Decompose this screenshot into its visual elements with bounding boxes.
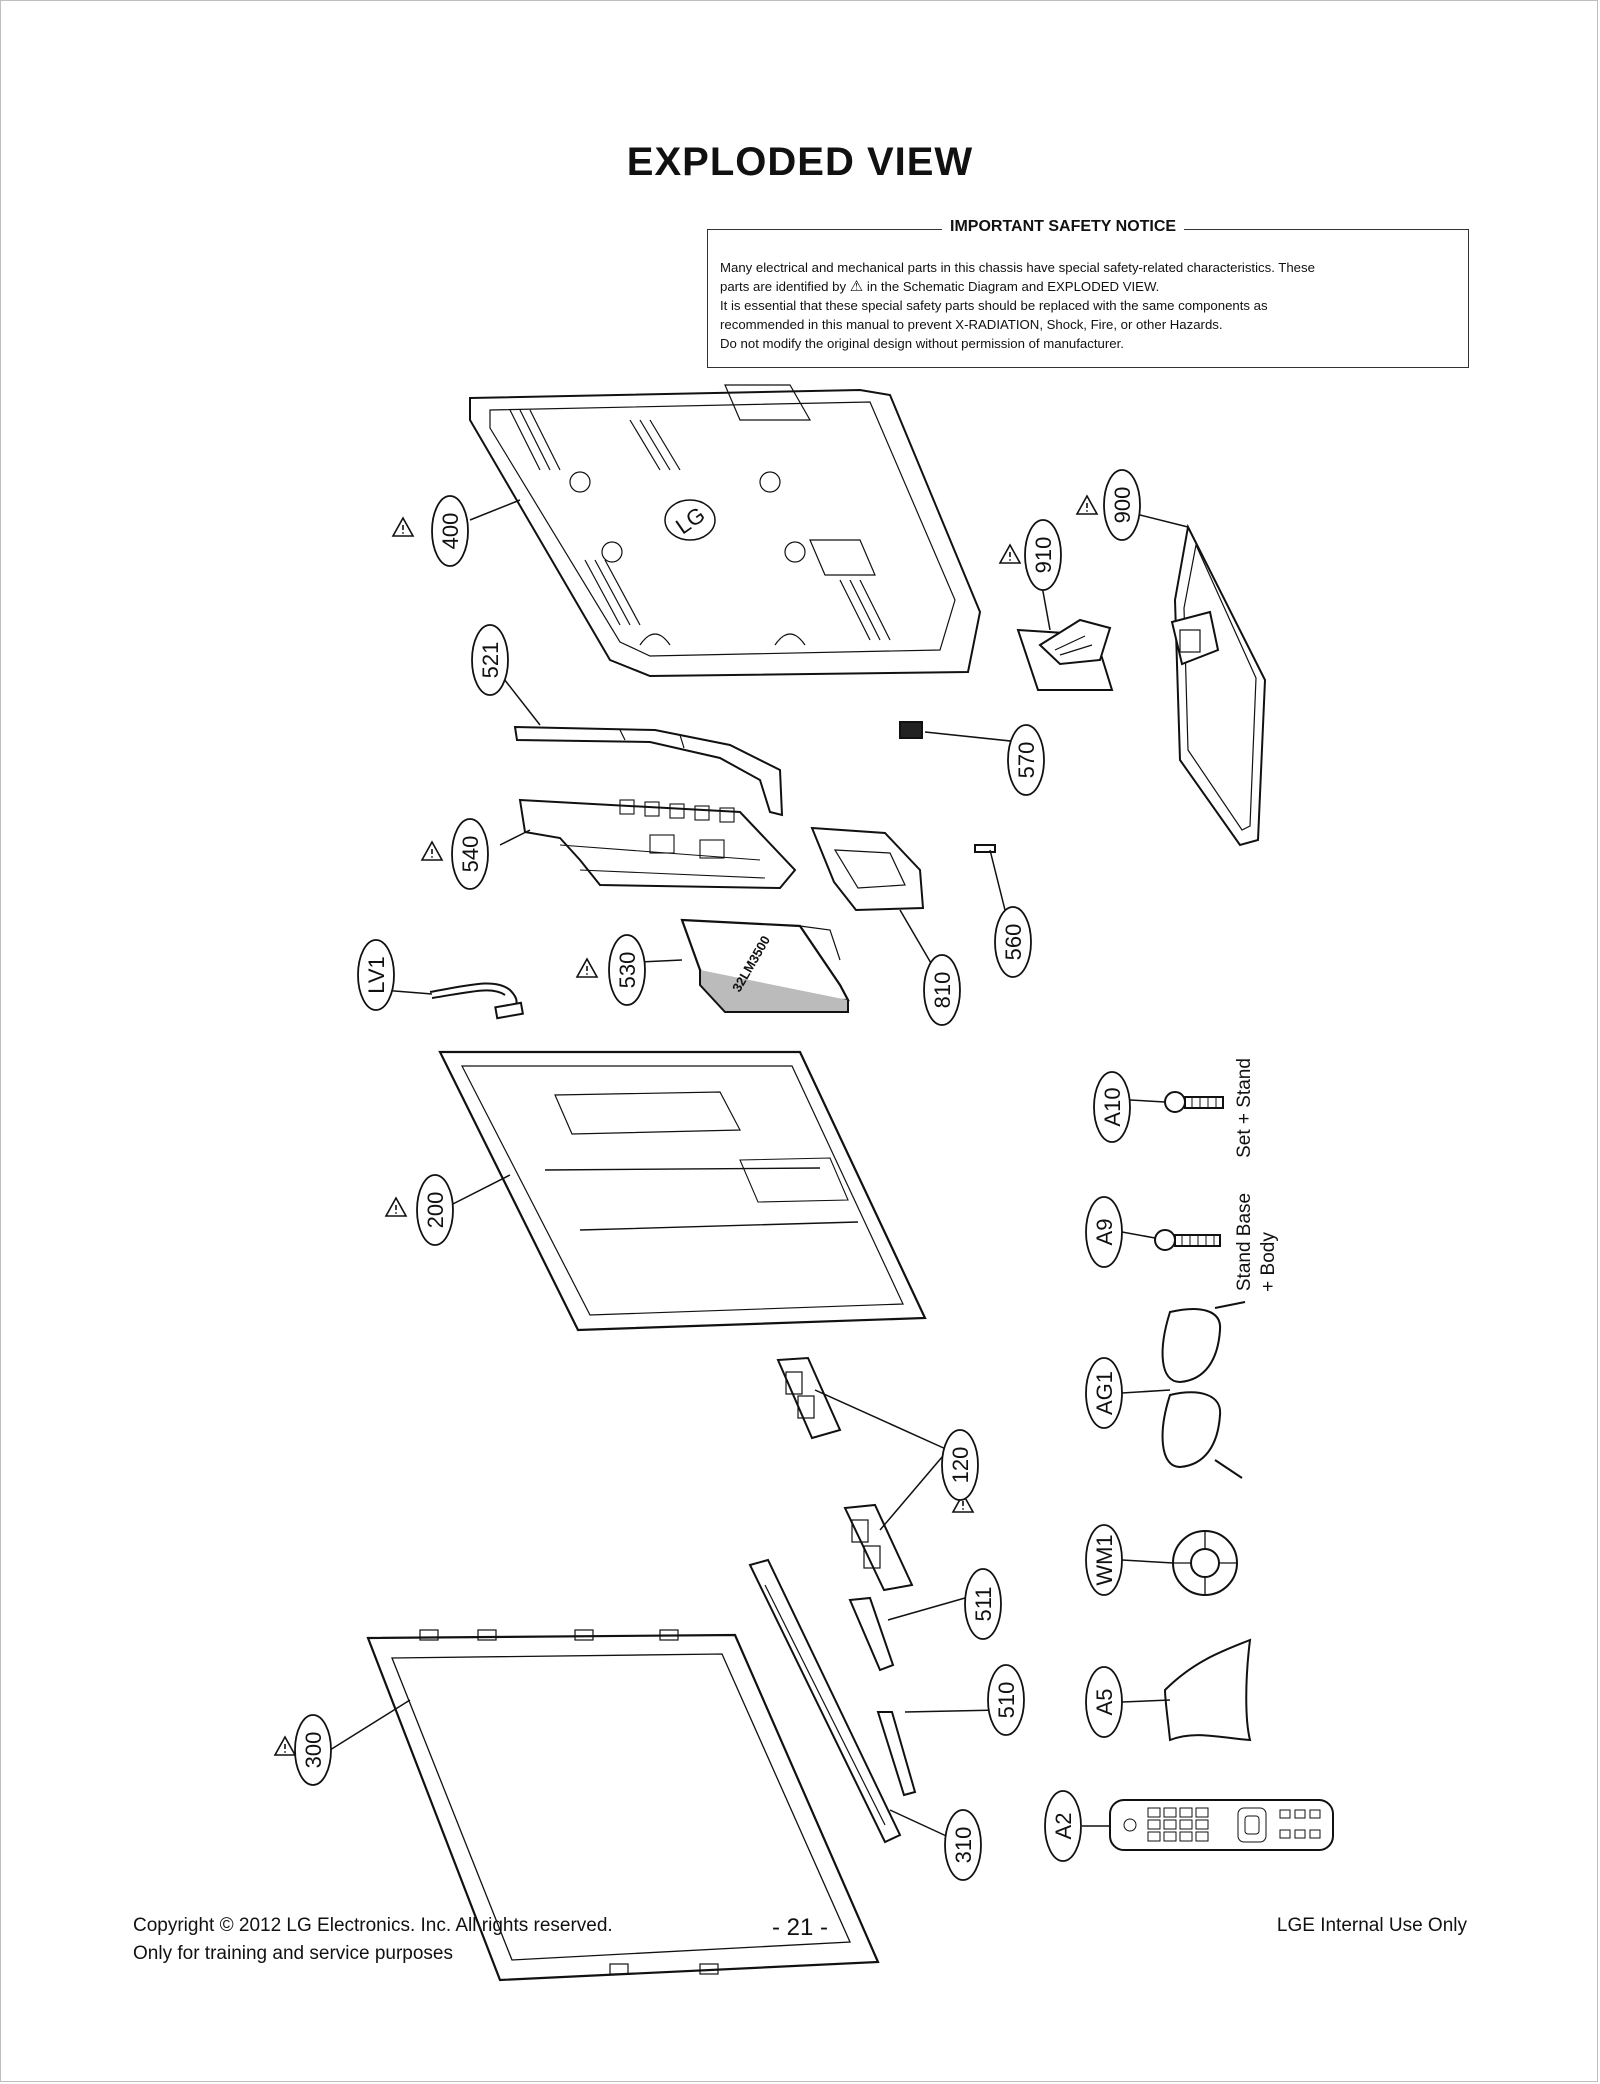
part-label-300: 300	[301, 1732, 326, 1769]
page-title: EXPLODED VIEW	[626, 140, 974, 184]
part-label-810: 810	[930, 972, 955, 1009]
back-cover-part: LG	[469, 384, 982, 678]
safety-notice-box: IMPORTANT SAFETY NOTICE Many electrical …	[707, 218, 1469, 368]
part-label-900: 900	[1110, 487, 1135, 524]
warning-triangle-icon: ⚠	[849, 278, 864, 295]
part-label-ag1: AG1	[1092, 1371, 1117, 1415]
notice-text: in the Schematic Diagram and EXPLODED VI…	[866, 279, 1160, 294]
part-label-570: 570	[1014, 742, 1039, 779]
part-511	[848, 1596, 895, 1672]
remote-control-a2	[1109, 1799, 1334, 1851]
lvds-cable-part	[429, 982, 525, 1020]
part-570	[899, 721, 923, 739]
notice-line: recommended in this manual to prevent X-…	[720, 317, 1223, 332]
chassis-frame-part	[438, 1050, 927, 1332]
part-label-530: 530	[615, 952, 640, 989]
cleaning-cloth-a5	[1163, 1638, 1252, 1742]
part-label-a5: A5	[1092, 1689, 1117, 1716]
notice-line: It is essential that these special safet…	[720, 298, 1268, 313]
stand-bracket-part	[1016, 618, 1114, 691]
page-number: - 21 -	[771, 1914, 828, 1941]
front-bezel-part	[366, 1629, 880, 1982]
part-label-560: 560	[1001, 924, 1026, 961]
screw-a9-label-line2: + Body	[1258, 1232, 1279, 1292]
module-530-part: 32LM3500	[680, 918, 850, 1013]
part-label-a2: A2	[1051, 1813, 1076, 1840]
bracket-810-part	[810, 826, 925, 912]
part-560	[974, 844, 996, 853]
screw-a10-label: Set + Stand	[1234, 1058, 1255, 1158]
footer-left: Copyright © 2012 LG Electronics. Inc. Al…	[133, 1912, 613, 1968]
part-label-a9: A9	[1092, 1219, 1117, 1246]
part-510	[876, 1711, 917, 1797]
notice-line: parts are identified by ⚠ in the Schemat…	[720, 277, 1458, 296]
copyright-text: Copyright © 2012 LG Electronics. Inc. Al…	[133, 1915, 613, 1936]
part-label-521: 521	[478, 642, 503, 679]
part-label-wm1: WM1	[1092, 1534, 1117, 1585]
part-label-a10: A10	[1100, 1087, 1125, 1126]
notice-text: parts are identified by	[720, 279, 847, 294]
part-label-lv1: LV1	[364, 956, 389, 994]
purpose-text: Only for training and service purposes	[133, 1943, 453, 1964]
screw-a9	[1154, 1229, 1221, 1251]
part-label-540: 540	[458, 836, 483, 873]
screw-a9-label-line1: Stand Base	[1234, 1193, 1255, 1291]
3d-glasses	[1161, 1301, 1246, 1479]
notice-line: Many electrical and mechanical parts in …	[720, 260, 1315, 275]
safety-notice-body: Many electrical and mechanical parts in …	[720, 258, 1458, 353]
part-label-310: 310	[951, 1827, 976, 1864]
bracket-521-part	[513, 725, 784, 817]
part-label-910: 910	[1031, 537, 1056, 574]
part-label-400: 400	[438, 513, 463, 550]
part-label-120: 120	[948, 1447, 973, 1484]
stand-base-part	[1170, 523, 1267, 847]
part-label-510: 510	[994, 1682, 1019, 1719]
part-label-511: 511	[971, 1586, 996, 1621]
wall-mount-wm1	[1172, 1530, 1238, 1596]
part-label-200: 200	[423, 1192, 448, 1229]
internal-use-text: LGE Internal Use Only	[1276, 1915, 1467, 1936]
notice-line: Do not modify the original design withou…	[720, 336, 1124, 351]
main-board-part	[518, 798, 797, 890]
screw-a10	[1164, 1091, 1224, 1113]
safety-notice-heading: IMPORTANT SAFETY NOTICE	[942, 218, 1185, 236]
button-module-part	[776, 1356, 914, 1592]
